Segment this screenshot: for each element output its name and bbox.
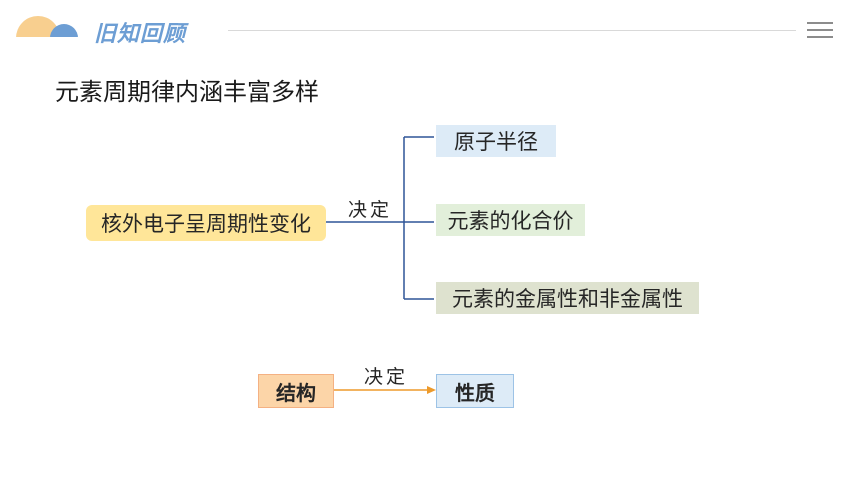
- menu-icon[interactable]: [807, 22, 833, 40]
- target-node-valence: 元素的化合价: [436, 204, 585, 236]
- section-title: 旧知回顾: [94, 22, 187, 47]
- logo-icon: [14, 16, 80, 42]
- tree-connector: [326, 136, 434, 300]
- target-node-atomic-radius: 原子半径: [436, 125, 556, 157]
- relation-label: 决定: [348, 199, 393, 221]
- property-node: 性质: [436, 374, 514, 408]
- target-node-metallicity: 元素的金属性和非金属性: [436, 282, 699, 314]
- structure-node: 结构: [258, 374, 334, 408]
- page-title: 元素周期律内涵丰富多样: [55, 78, 319, 106]
- summary-relation-label: 决定: [364, 366, 409, 388]
- header-divider: [228, 30, 796, 31]
- summary-arrow: [334, 386, 436, 394]
- source-node: 核外电子呈周期性变化: [86, 205, 326, 241]
